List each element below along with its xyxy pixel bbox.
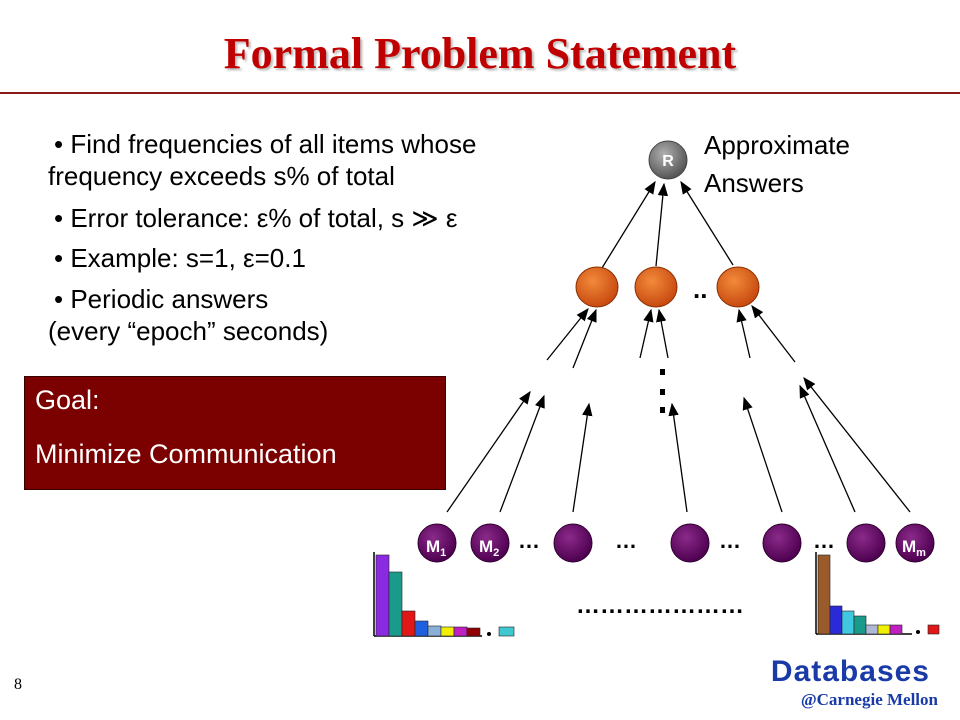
bullet-periodic-answers-line1: • Periodic answers [54,284,269,314]
vertical-ellipsis [660,369,665,413]
leaf-nodes [417,523,935,563]
leaf-labels: M1 M2 Mm [426,537,926,559]
arrows-to-root [601,180,734,269]
goal-box: Goal: Minimize Communication [24,376,446,490]
bullet-example: • Example: s=1, ε=0.1 [54,243,306,273]
leaf-ellipses: … … … … [518,528,835,553]
bullet-error-tolerance: • Error tolerance: ε% of total, s ≫ ε [54,203,458,233]
right-frequency-histogram [815,552,940,635]
leaf-ellipsis-1: … [518,528,540,553]
root-label: R [662,153,674,170]
bullet-find-frequencies-line1: • Find frequencies of all items whose [54,129,477,159]
bullet-find-frequencies-line2: frequency exceeds s% of total [48,161,395,191]
arrows-from-leaves [446,376,911,513]
goal-text: Minimize Communication [35,439,337,469]
svg-text:M2: M2 [479,537,499,559]
leaf-mm-main: M [902,537,916,556]
title-divider [0,92,960,94]
leaf-ellipsis-3: … [719,528,741,553]
histogram-ellipsis: ………………… [576,592,744,619]
arrows-to-intermediate [546,304,796,369]
svg-text:Mm: Mm [902,537,926,559]
slide-title: Formal Problem Statement [223,29,737,78]
approximate-answers-line2: Answers [704,168,804,198]
leaf-m1-sub: 1 [440,547,446,559]
approximate-answers-line1: Approximate [704,130,850,160]
bullet-periodic-answers-line2: (every “epoch” seconds) [48,316,329,346]
svg-text:M1: M1 [426,537,446,559]
leaf-m2-sub: 2 [493,547,499,559]
leaf-mm-sub: m [916,547,926,559]
goal-heading: Goal: [35,385,100,415]
middle-ellipsis: .. [693,274,707,304]
leaf-ellipsis-2: … [615,528,637,553]
footer-brand: Databases [770,655,930,688]
leaf-m2-main: M [479,537,493,556]
leaf-m1-main: M [426,537,440,556]
left-frequency-histogram [373,552,515,637]
footer-affiliation: @Carnegie Mellon [800,690,938,709]
intermediate-nodes [575,266,760,308]
bullet-find-frequencies: • Find frequencies of all items whose fr… [48,128,477,192]
leaf-ellipsis-4: … [813,528,835,553]
slide-number: 8 [14,676,22,693]
bullet-periodic-answers: • Periodic answers (every “epoch” second… [48,283,328,347]
root-node: R [648,140,688,180]
approximate-answers-label: Approximate Answers [704,126,850,202]
